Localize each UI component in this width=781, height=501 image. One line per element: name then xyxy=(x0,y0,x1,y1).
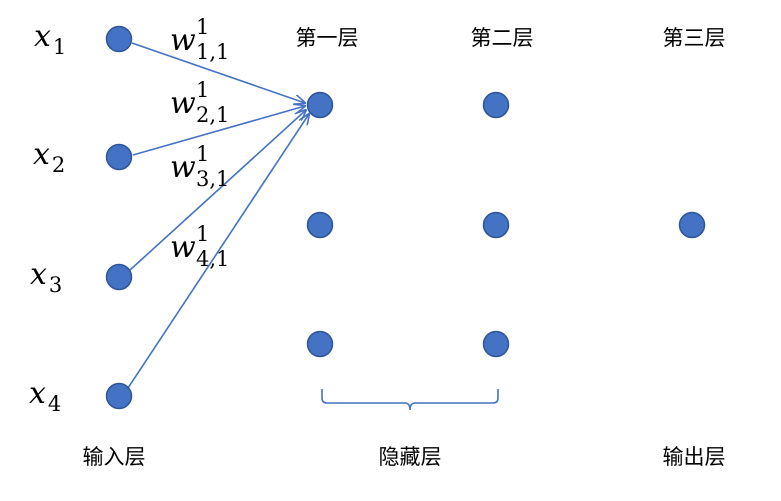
input-label-x2: x2 xyxy=(33,137,65,177)
output-layer-label: 输出层 xyxy=(663,445,726,469)
hidden-layer-2-nodes xyxy=(482,91,510,358)
input-node-3 xyxy=(105,263,133,291)
input-node-1 xyxy=(105,25,133,53)
edge-x2-h1 xyxy=(132,106,305,156)
svg-text:w: w xyxy=(170,230,196,265)
input-layer-nodes xyxy=(105,25,133,410)
edges xyxy=(127,42,309,389)
input-node-2 xyxy=(105,143,133,171)
third-layer-title: 第三层 xyxy=(663,26,726,50)
output-node-1 xyxy=(678,211,706,239)
output-layer-nodes xyxy=(678,211,706,239)
input-layer-label: 输入层 xyxy=(83,445,146,469)
svg-text:4,1: 4,1 xyxy=(196,247,229,271)
hidden-2-node-2 xyxy=(482,211,510,239)
hidden-1-node-1 xyxy=(306,91,334,119)
svg-text:1: 1 xyxy=(196,142,209,166)
weight-label-w41: w 1 4,1 xyxy=(170,222,229,271)
input-label-x4: x4 xyxy=(29,376,61,416)
svg-text:w: w xyxy=(170,86,196,121)
input-labels: x1 x2 x3 x4 xyxy=(29,19,66,416)
svg-text:2,1: 2,1 xyxy=(196,103,229,127)
edge-x4-h1 xyxy=(127,114,309,389)
svg-text:1: 1 xyxy=(196,222,209,246)
svg-text:1,1: 1,1 xyxy=(196,40,229,64)
weight-labels: w 1 1,1 w 1 2,1 w 1 3,1 w 1 4,1 xyxy=(170,15,229,271)
hidden-1-node-3 xyxy=(306,330,334,358)
hidden-1-node-2 xyxy=(306,211,334,239)
weight-label-w21: w 1 2,1 xyxy=(170,78,229,127)
edge-x3-h1 xyxy=(129,110,306,271)
svg-text:w: w xyxy=(170,23,196,58)
first-layer-title: 第一层 xyxy=(296,26,359,50)
hidden-2-node-1 xyxy=(482,91,510,119)
input-label-x1: x1 xyxy=(34,19,66,59)
svg-text:1: 1 xyxy=(196,78,209,102)
input-label-x3: x3 xyxy=(30,257,62,297)
hidden-2-node-3 xyxy=(482,330,510,358)
hidden-layer-1-nodes xyxy=(306,91,334,358)
hidden-layer-label: 隐藏层 xyxy=(379,445,442,469)
hidden-layers-brace xyxy=(321,389,499,411)
svg-text:w: w xyxy=(170,150,196,185)
svg-text:1: 1 xyxy=(196,15,209,39)
weight-label-w31: w 1 3,1 xyxy=(170,142,229,191)
svg-text:3,1: 3,1 xyxy=(196,167,229,191)
edge-x1-h1 xyxy=(131,42,305,103)
second-layer-title: 第二层 xyxy=(471,26,534,50)
input-node-4 xyxy=(105,382,133,410)
weight-label-w11: w 1 1,1 xyxy=(170,15,229,64)
